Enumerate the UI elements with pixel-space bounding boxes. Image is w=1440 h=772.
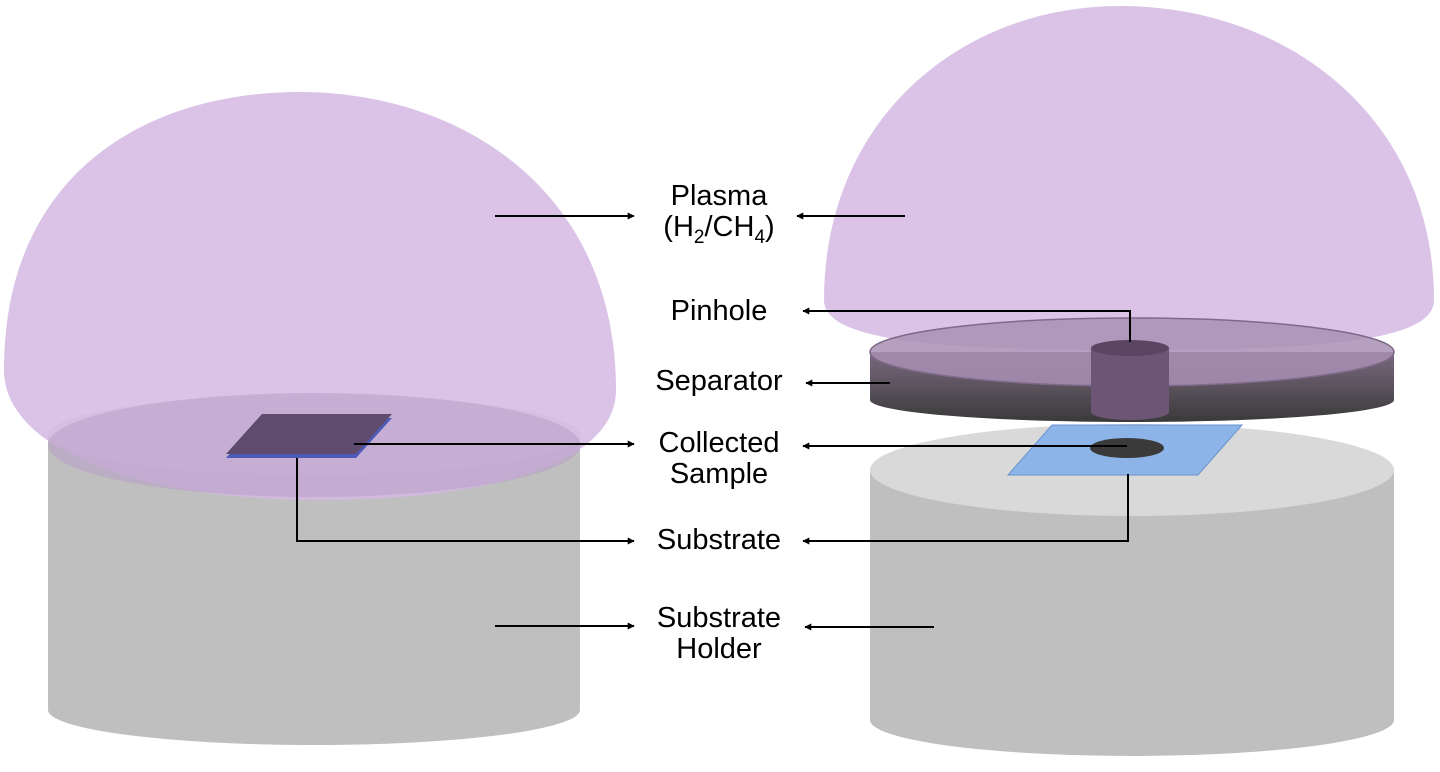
right-setup <box>824 6 1434 756</box>
right-substrate <box>1006 424 1244 476</box>
left-sample <box>226 414 392 458</box>
collected-sample-label-1: Collected <box>659 427 780 459</box>
right-pinhole <box>1091 340 1169 420</box>
plasma-label: Plasma <box>671 180 769 212</box>
right-plasma-dome <box>824 6 1434 350</box>
arrows <box>296 212 1131 631</box>
arrow-pinhole <box>802 307 1131 342</box>
labels: Plasma (H2/CH4) Pinhole Separator Collec… <box>655 180 783 665</box>
arrow-substrate-left <box>296 458 635 545</box>
substrate-label: Substrate <box>657 524 781 556</box>
collected-sample-label-2: Sample <box>670 458 768 490</box>
arrow-substrate-right <box>802 474 1129 545</box>
left-setup <box>4 92 616 745</box>
substrate-holder-label-2: Holder <box>676 633 762 665</box>
plasma-formula-label: (H2/CH4) <box>663 211 774 248</box>
right-collected-sample <box>1090 438 1164 458</box>
left-plasma-dome <box>4 92 616 500</box>
substrate-holder-label-1: Substrate <box>657 602 781 634</box>
pinhole-label: Pinhole <box>671 295 768 327</box>
separator-label: Separator <box>655 365 783 397</box>
